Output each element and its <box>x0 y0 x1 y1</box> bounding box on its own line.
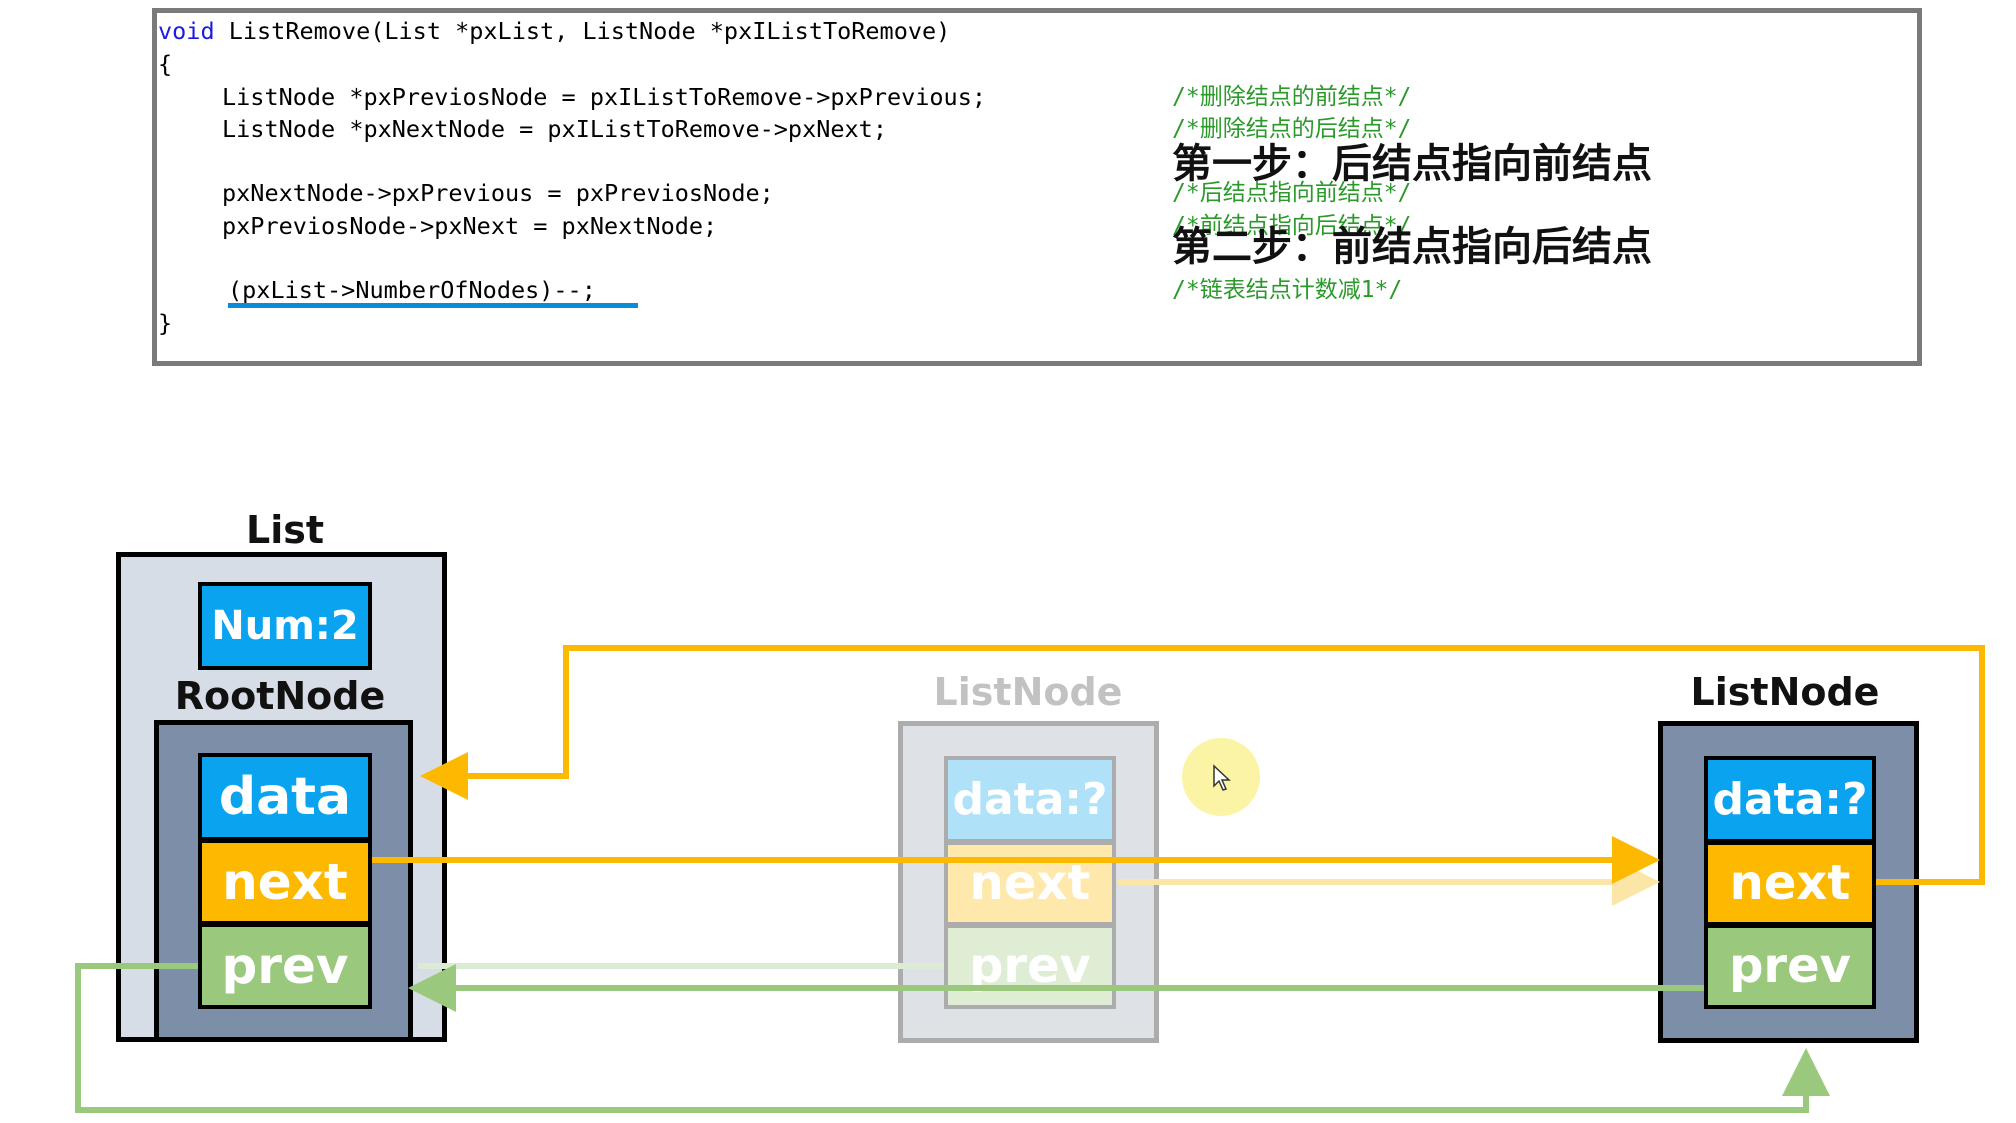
removed-next-field: next <box>944 841 1116 926</box>
root-data-field: data <box>198 753 372 841</box>
list-label: List <box>245 508 325 552</box>
step2-annotation: 第二步：前结点指向后结点 <box>1172 224 1652 270</box>
step1-annotation: 第一步：后结点指向前结点 <box>1172 141 1652 187</box>
signature-text: ListRemove(List *pxList, ListNode *pxILi… <box>214 17 951 45</box>
code-signature: void ListRemove(List *pxList, ListNode *… <box>158 16 950 46</box>
code-line-link1: pxNextNode->pxPrevious = pxPreviosNode; <box>222 179 774 207</box>
comment-prev: /*删除结点的前结点*/ <box>1172 84 1412 110</box>
code-open-brace: { <box>158 50 173 78</box>
code-line-count: (pxList->NumberOfNodes)--; <box>228 276 596 304</box>
removed-node-label: ListNode <box>933 670 1123 714</box>
code-line-link2: pxPreviosNode->pxNext = pxNextNode; <box>222 212 718 240</box>
comment-link2: /*前结点指向后结点*/ <box>1172 213 1412 239</box>
right-node-label: ListNode <box>1690 670 1880 714</box>
code-line-next: ListNode *pxNextNode = pxIListToRemove->… <box>222 115 887 143</box>
right-data-field: data:? <box>1704 756 1876 843</box>
right-next-field: next <box>1704 841 1876 926</box>
cursor-pointer-icon <box>1213 764 1231 791</box>
comment-link1: /*后结点指向前结点*/ <box>1172 180 1412 206</box>
root-node-label: RootNode <box>174 674 386 718</box>
comment-count: /*链表结点计数减1*/ <box>1172 277 1403 303</box>
void-keyword: void <box>158 17 215 45</box>
comment-next: /*删除结点的后结点*/ <box>1172 116 1412 142</box>
removed-prev-field: prev <box>944 924 1116 1009</box>
code-close-brace: } <box>158 309 173 337</box>
right-prev-field: prev <box>1704 924 1876 1009</box>
root-next-field: next <box>198 839 372 925</box>
count-line-underline <box>228 303 638 308</box>
num-box: Num:2 <box>198 582 372 670</box>
code-line-prev: ListNode *pxPreviosNode = pxIListToRemov… <box>222 83 987 111</box>
removed-data-field: data:? <box>944 756 1116 843</box>
root-prev-field: prev <box>198 923 372 1009</box>
